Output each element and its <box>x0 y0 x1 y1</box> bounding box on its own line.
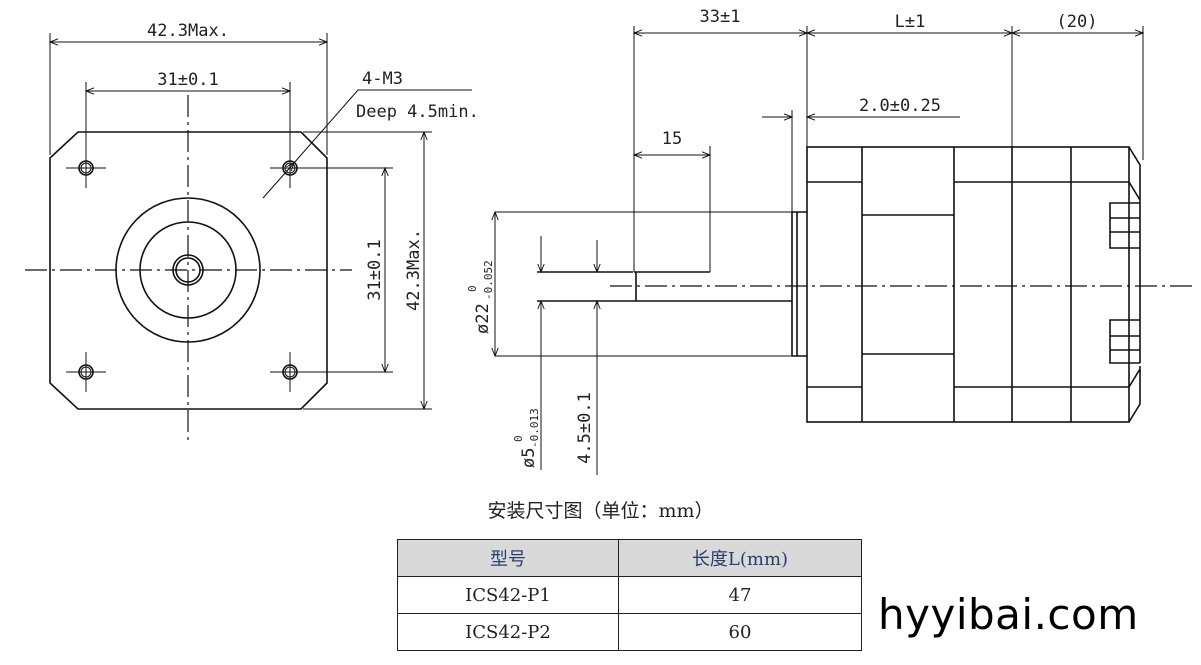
cell-model: ICS42-P2 <box>397 613 619 651</box>
stator-window <box>862 214 954 355</box>
shaft-inner <box>175 257 201 283</box>
boss-thickness-label: 2.0±0.25 <box>859 96 941 116</box>
watermark: hyyibai.com <box>878 590 1139 639</box>
model-length-table: 型号 长度L(mm) ICS42-P1 47 ICS42-P2 60 <box>397 539 862 651</box>
bearing-circle <box>139 221 237 319</box>
shaft-tol-lower: -0.013 <box>528 408 541 448</box>
table-row: ICS42-P2 60 <box>397 613 862 651</box>
body-length-label: L±1 <box>895 12 926 32</box>
extension-lines <box>49 33 328 155</box>
flat-length-label: 15 <box>662 129 682 149</box>
front-view: 42.3Max. 31±0.1 31±0.1 42.3Max. 4-M3 Dee… <box>25 21 479 443</box>
boss-diameter-label: ø22 0 -0.052 <box>466 260 495 334</box>
hole-leader-line <box>293 89 472 164</box>
shaft-length-label: 33±1 <box>700 7 741 27</box>
mounting-hole <box>66 352 106 392</box>
shaft-tol-upper: 0 <box>512 435 525 442</box>
header-length: 长度L(mm) <box>618 539 862 577</box>
side-view: 33±1 L±1 (20) 15 2.0±0.25 ø22 0 -0.052 ø… <box>466 7 1195 475</box>
rear-cap <box>1128 146 1141 423</box>
shaft-diameter-label: ø5 0 -0.013 <box>512 408 541 468</box>
shaft-outer <box>172 254 204 286</box>
extension-lines <box>495 211 792 357</box>
hole-leader <box>262 162 295 199</box>
body-section-lines <box>861 147 1072 422</box>
boss-tol-lower: -0.052 <box>482 260 495 300</box>
body-section-lines <box>807 181 1129 388</box>
boss-tol-upper: 0 <box>466 285 479 292</box>
flange-outline <box>49 131 328 410</box>
connector-slots <box>1109 202 1141 364</box>
motor-body <box>806 146 1130 423</box>
boss-diameter-value: ø22 <box>473 303 493 334</box>
hole-spacing-v-label: 31±0.1 <box>365 239 385 300</box>
mounting-holes <box>66 148 310 392</box>
width-dim-label: 42.3Max. <box>147 21 229 41</box>
extension-lines <box>300 131 432 410</box>
flat-depth-label: 4.5±0.1 <box>575 392 595 464</box>
hole-callout-size: 4-M3 <box>362 69 403 89</box>
cell-model: ICS42-P1 <box>397 576 619 614</box>
shaft-diameter-value: ø5 <box>519 448 539 468</box>
shaft <box>537 271 792 302</box>
cell-length: 60 <box>618 613 862 651</box>
rear-length-label: (20) <box>1057 12 1098 32</box>
boss <box>791 211 807 357</box>
extension-lines <box>633 26 1144 272</box>
table-row: ICS42-P1 47 <box>397 576 862 614</box>
header-model: 型号 <box>397 539 619 577</box>
hole-spacing-h-label: 31±0.1 <box>157 70 218 90</box>
hole-callout-depth: Deep 4.5min. <box>356 102 479 122</box>
cell-length: 47 <box>618 576 862 614</box>
height-dim-label: 42.3Max. <box>404 229 424 311</box>
pilot-circle <box>115 197 261 343</box>
figure-caption: 安装尺寸图（单位：mm） <box>487 500 714 522</box>
table-header: 型号 长度L(mm) <box>397 539 862 577</box>
mounting-hole <box>66 148 106 188</box>
